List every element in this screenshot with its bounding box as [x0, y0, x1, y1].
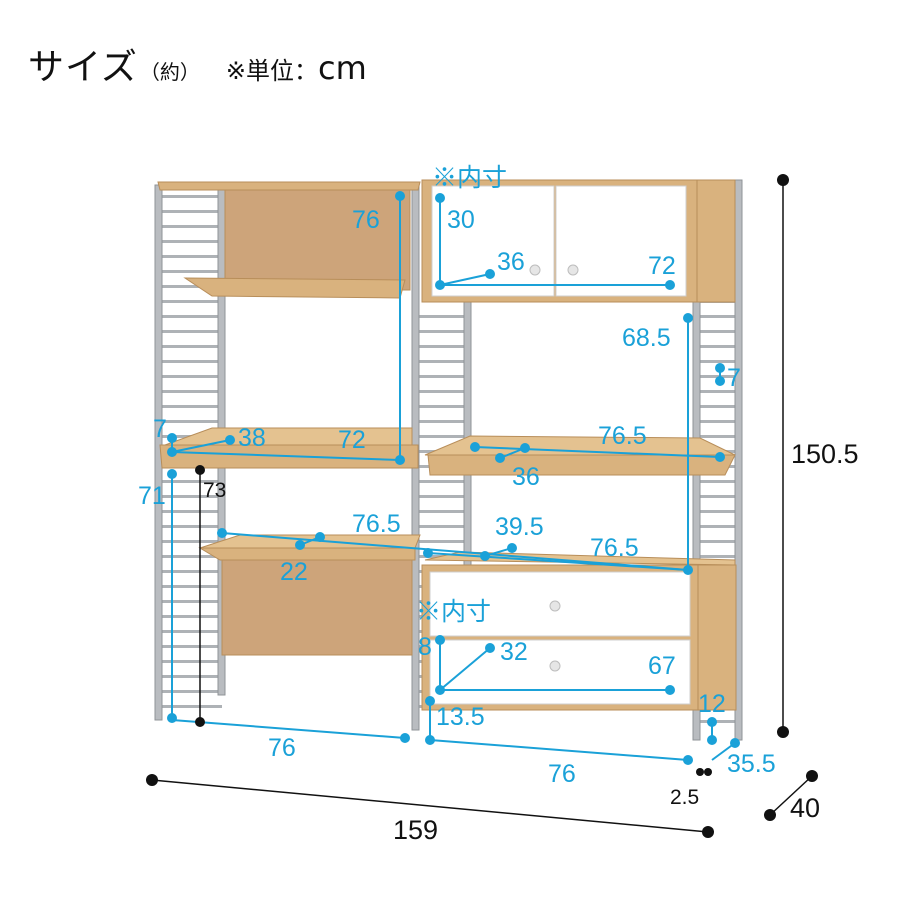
dim-total-height: 150.5	[791, 439, 859, 469]
dim-cab-top-height: 30	[447, 206, 475, 234]
dim-foot-355: 35.5	[727, 750, 776, 778]
dim-tray-depth: 38	[238, 424, 266, 452]
dim-gap-12: 12	[698, 690, 726, 718]
drawer-cabinet	[421, 564, 737, 711]
dim-mid-depth: 39.5	[495, 513, 544, 541]
upper-left-shelf	[183, 277, 406, 299]
title-main: サイズ	[28, 47, 138, 88]
dim-foot-25: 2.5	[670, 786, 699, 809]
dim-drawer-width: 67	[648, 652, 676, 680]
title-approx: （約）	[139, 60, 200, 84]
dim-desk-depth: 22	[280, 558, 308, 586]
dim-tray-width: 72	[338, 426, 366, 454]
dim-right-shelf-width: 76.5	[598, 422, 647, 450]
back-panel-upper	[224, 189, 411, 291]
dim-bottom-right-width: 76	[548, 760, 576, 788]
dim-gap-135: 13.5	[436, 703, 485, 731]
dim-drawer-height: 8	[418, 633, 432, 661]
blue-dimension-dots	[167, 191, 740, 765]
top-board	[157, 181, 421, 191]
dim-right-7: 7	[727, 364, 741, 392]
page-title: サイズ（約） ※単位：cm	[28, 38, 367, 90]
dim-tray-height: 7	[153, 415, 167, 443]
blue-dimension-lines	[171, 196, 736, 761]
dim-right-shelf-depth: 36	[512, 463, 540, 491]
dim-mid-width: 76.5	[590, 534, 639, 562]
dim-left-73: 73	[203, 479, 226, 502]
dim-cab-top-width: 72	[648, 252, 676, 280]
dim-bottom-left-width: 76	[268, 734, 296, 762]
tray-shelf	[159, 427, 419, 469]
dim-total-depth: 40	[790, 793, 820, 823]
desk-board	[198, 534, 421, 656]
black-dimension-dots	[146, 174, 818, 838]
inner-note-top: ※内寸	[432, 164, 507, 192]
black-dimension-lines	[151, 180, 813, 833]
dim-total-width: 159	[393, 815, 438, 845]
unit-cm: cm	[318, 49, 367, 87]
unit-note: ※単位：cm	[225, 49, 367, 87]
dim-right-height-685: 68.5	[622, 324, 671, 352]
dim-cab-top-depth: 36	[497, 248, 525, 276]
dim-shelf-height-76: 76	[352, 206, 380, 234]
dim-left-71: 71	[138, 482, 166, 510]
right-middle-shelf-top	[424, 435, 736, 456]
dim-drawer-depth: 32	[500, 638, 528, 666]
top-cabinet	[421, 179, 736, 303]
inner-note-bottom: ※内寸	[416, 598, 491, 626]
dim-desk-width: 76.5	[352, 510, 401, 538]
unit-prefix: ※単位：	[225, 57, 319, 85]
